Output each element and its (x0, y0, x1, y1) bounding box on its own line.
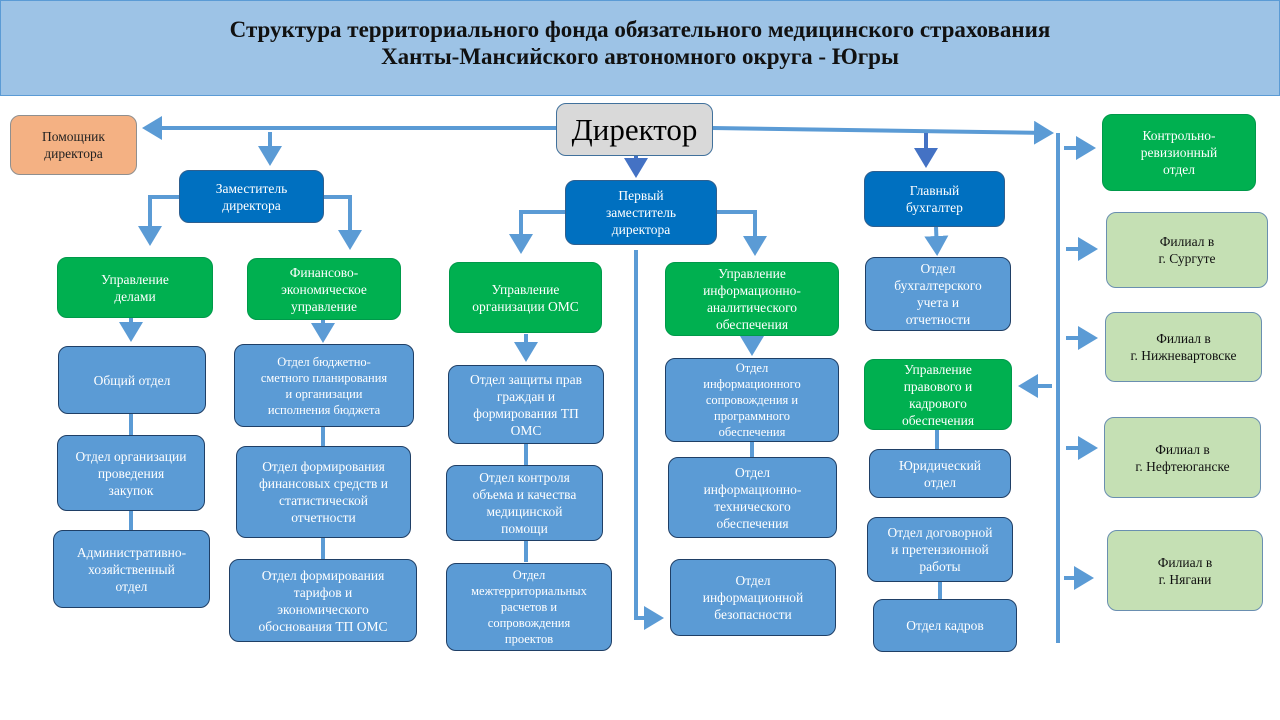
director-box: Директор (556, 103, 713, 156)
unit-info-analytics: Управление информационно- аналитического… (665, 262, 839, 336)
branch-nizhnevartovsk: Филиал в г. Нижневартовске (1105, 312, 1262, 382)
title-line-1: Структура территориального фонда обязате… (229, 17, 1051, 42)
deputy-box: Заместитель директора (179, 170, 324, 223)
dept-contracts: Отдел договорной и претензионной работы (867, 517, 1013, 582)
unit-finance: Финансово- экономическое управление (247, 258, 401, 320)
dept-admin: Административно- хозяйственный отдел (53, 530, 210, 608)
branch-surgut: Филиал в г. Сургуте (1106, 212, 1268, 288)
connector-ca-1 (924, 226, 949, 256)
dept-legal: Юридический отдел (869, 449, 1011, 498)
connector-fd-security (634, 250, 664, 630)
dept-interterritorial: Отдел межтерриториальных расчетов и сопр… (446, 563, 612, 651)
connector-deputy-left (138, 195, 180, 246)
unit-affairs: Управление делами (57, 257, 213, 318)
dept-procurement: Отдел организации проведения закупок (57, 435, 205, 511)
dept-general: Общий отдел (58, 346, 206, 414)
dept-budget: Отдел бюджетно- сметного планирования и … (234, 344, 414, 427)
assistant-box: Помощник директора (10, 115, 137, 175)
page-title: Структура территориального фонда обязате… (0, 16, 1280, 70)
dept-tariffs: Отдел формирования тарифов и экономическ… (229, 559, 417, 642)
dept-info-security: Отдел информационной безопасности (670, 559, 836, 636)
dept-info-tech: Отдел информационно- технического обеспе… (668, 457, 837, 538)
audit-box: Контрольно- ревизионный отдел (1102, 114, 1256, 191)
title-line-2: Ханты-Мансийского автономного округа - Ю… (381, 44, 899, 69)
dept-quality-control: Отдел контроля объема и качества медицин… (446, 465, 603, 541)
dept-info-support: Отдел информационного сопровождения и пр… (665, 358, 839, 442)
dept-accounting: Отдел бухгалтерского учета и отчетности (865, 257, 1011, 331)
connector-fd-right (716, 210, 767, 256)
branch-nefteyugansk: Филиал в г. Нефтеюганске (1104, 417, 1261, 498)
header-banner (0, 0, 1280, 96)
unit-oms: Управление организации ОМС (449, 262, 602, 333)
dept-hr: Отдел кадров (873, 599, 1017, 652)
chief-accountant-box: Главный бухгалтер (864, 171, 1005, 227)
first-deputy-box: Первый заместитель директора (565, 180, 717, 245)
unit-legal-hr: Управление правового и кадрового обеспеч… (864, 359, 1012, 430)
connector-director-right (711, 120, 1054, 145)
connector-fd-left (509, 210, 566, 254)
branch-nyagan: Филиал в г. Нягани (1107, 530, 1263, 611)
connector-deputy-right (324, 195, 362, 250)
dept-citizen-rights: Отдел защиты прав граждан и формирования… (448, 365, 604, 444)
dept-fin-resources: Отдел формирования финансовых средств и … (236, 446, 411, 538)
